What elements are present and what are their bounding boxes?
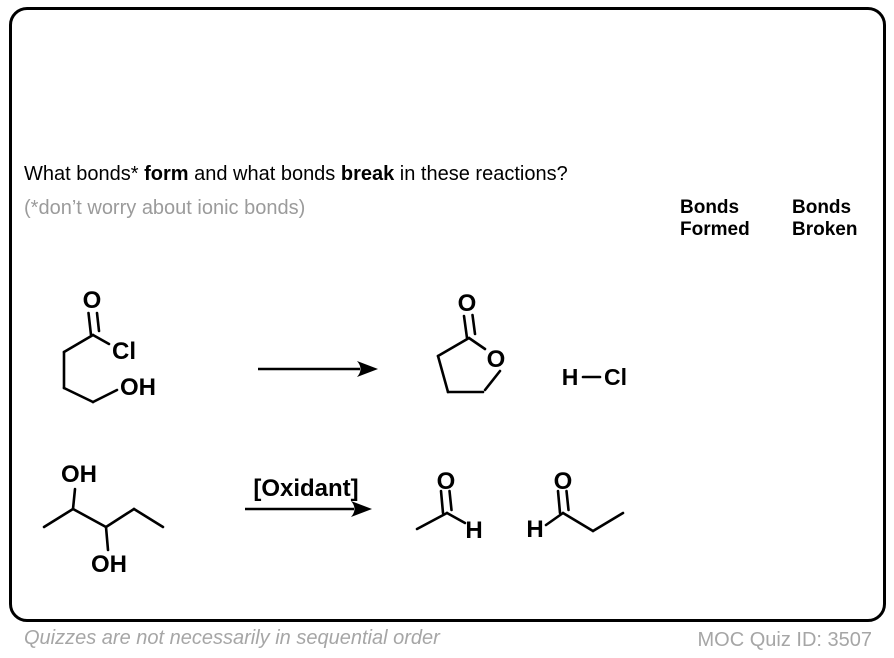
carbonyl-double-bond-line1 [87,311,93,337]
hydroxyl-label: OH [120,374,156,401]
aldehyde-hydrogen-label: H [465,517,482,544]
bonds-formed-header: Bonds Formed [680,197,750,241]
bonds-formed-line1: Bonds [680,197,740,218]
carbonyl-double-bond-line2 [565,489,570,512]
molecule-hcl: H Cl [562,364,627,390]
c2-c3-bond [71,507,108,529]
carbonyl-oxygen-label: O [83,287,102,314]
c4-c5-bond [132,507,165,529]
reaction1-arrow [258,361,378,377]
bonds-broken-line1: Bonds [792,197,852,218]
c-cl-bond [91,333,111,346]
c1-methyl-bond [415,511,449,531]
quiz-border-box [9,7,886,622]
c1-c2-bond [42,507,75,529]
question-part1: What bonds* [24,163,145,185]
lactone-double-bond-line2 [471,313,477,336]
molecule-gamma-butyrolactone: O O [436,290,506,394]
molecule-acetaldehyde: O H [415,468,483,544]
arrow-head [357,361,378,377]
bonds-formed-line2: Formed [680,219,750,240]
question-bold-form: form [144,163,189,185]
c3-c4-bond [104,507,136,529]
carbonyl-double-bond-line2 [448,489,453,512]
c3-c1-bond [436,336,471,358]
carbonyl-oxygen-label: O [458,290,477,317]
hydroxyl-bottom-label: OH [91,551,127,578]
c1-ring-o-bond [467,336,487,351]
question-part2: and what bonds [188,163,341,185]
c1-c2-bond [62,333,95,354]
ring-oxygen-label: O [487,346,506,373]
footer-note: Quizzes are not necessarily in sequentia… [24,627,440,649]
bonds-broken-line2: Broken [792,219,858,240]
molecule-propionaldehyde: H O [526,468,625,543]
c2-c3-bond [591,511,625,533]
arrow-head [351,501,372,517]
question-bold-break: break [340,163,395,185]
c4-c3-bond [436,354,450,394]
c3-c4-bond [62,386,95,404]
carbonyl-double-bond-line1 [439,489,445,515]
chlorine-label: Cl [112,338,136,365]
carbonyl-oxygen-label: O [554,468,573,495]
chlorine-label: Cl [604,364,627,390]
h-c1-bond [544,511,565,527]
c3-oh-bond [104,525,110,552]
question-part3: in these reactions? [394,163,568,185]
carbonyl-double-bond-line2 [95,311,101,333]
molecule-pentane-2-3-diol: OH OH [42,461,165,578]
carbonyl-oxygen-label: O [437,468,456,495]
c1-h-bond [445,511,467,525]
aldehyde-hydrogen-label: H [526,516,543,543]
hydrogen-label: H [562,364,579,390]
oxidant-label: [Oxidant] [253,475,358,502]
question-footnote: (*don’t worry about ionic bonds) [24,197,306,219]
lactone-double-bond-line1 [462,314,469,340]
quiz-id: MOC Quiz ID: 3507 [697,629,872,651]
c2-oh-bond [71,487,77,511]
question-text: What bonds* form and what bonds break in… [24,162,568,186]
c4-oh-bond [91,388,119,404]
hydroxyl-top-label: OH [61,461,97,488]
ring-o-c5-bond [483,369,502,392]
bonds-broken-header: Bonds Broken [792,197,857,241]
carbonyl-double-bond-line1 [556,489,562,515]
reaction2-arrow: [Oxidant] [245,475,372,517]
c1-c2-bond [561,511,595,533]
molecule-4-hydroxybutanoyl-chloride: O Cl OH [62,287,156,404]
